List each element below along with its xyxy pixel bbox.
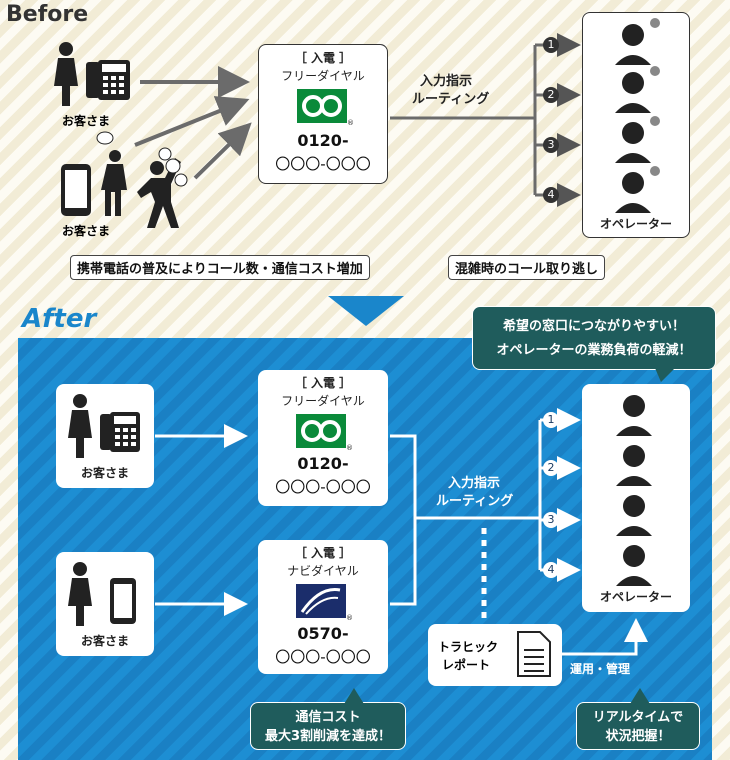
transition-down-arrow-icon xyxy=(328,296,404,326)
channel-badge: 4 xyxy=(543,187,559,203)
cost-note-line: 最大3割削減を達成！ xyxy=(264,729,392,744)
operators-icon xyxy=(616,395,652,586)
operator-box: オペレーター xyxy=(582,384,690,612)
incoming-freedial-box: ［ 入電 ］ フリーダイヤル ® 0120- 〇〇〇-〇〇〇 xyxy=(258,370,388,506)
navidial-logo-icon: ® xyxy=(296,584,353,622)
incoming-tag: ［ 入電 ］ xyxy=(294,546,352,560)
benefit-callout: 希望の窓口につながりやすい！ オペレーターの業務負荷の軽減！ xyxy=(472,306,716,370)
incoming-tag: ［ 入電 ］ xyxy=(294,51,352,65)
callout-line: オペレーターの業務負荷の軽減！ xyxy=(496,343,692,358)
cost-note: 通信コスト 最大3割削減を達成！ xyxy=(250,702,406,750)
channel-badge: 1 xyxy=(543,412,559,428)
freedial-logo-icon: ® xyxy=(296,414,353,452)
customer-landline-box: お客さま xyxy=(56,384,154,488)
operator-label: オペレーター xyxy=(599,590,672,604)
incoming-freedial-box: ［ 入電 ］ フリーダイヤル ® 0120- 〇〇〇-〇〇〇 xyxy=(258,44,388,184)
incoming-tag: ［ 入電 ］ xyxy=(294,376,352,390)
number-rest: 〇〇〇-〇〇〇 xyxy=(275,478,371,496)
after-heading: After xyxy=(22,304,97,334)
traffic-report-box: トラヒック レポート xyxy=(428,624,562,686)
traffic-report-label: レポート xyxy=(442,658,491,672)
traffic-report-label: トラヒック xyxy=(438,640,499,654)
number-prefix: 0120- xyxy=(297,454,349,473)
routing-label: ルーティング xyxy=(436,494,514,509)
realtime-note: リアルタイムで 状況把握！ xyxy=(576,702,700,750)
cost-note-line: 通信コスト xyxy=(295,710,361,725)
number-prefix: 0570- xyxy=(297,624,349,643)
before-arrows xyxy=(134,33,581,207)
customer-label: お客さま xyxy=(80,466,129,480)
operator-label: オペレーター xyxy=(599,217,672,231)
callout-line: 希望の窓口につながりやすい！ xyxy=(502,319,685,334)
svg-text:®: ® xyxy=(346,444,353,452)
cost-note-pointer xyxy=(344,688,364,704)
customer-label: お客さま xyxy=(62,224,111,238)
channel-badge: 2 xyxy=(543,87,559,103)
frustrated-customers-icon xyxy=(61,131,188,228)
realtime-note-line: リアルタイムで xyxy=(592,710,684,725)
ops-label: 運用・管理 xyxy=(570,662,631,676)
number-prefix: 0120- xyxy=(297,131,349,150)
freedial-logo-icon: ® xyxy=(297,89,354,127)
woman-with-mobile-icon xyxy=(68,562,136,626)
problem-note: 携帯電話の普及によりコール数・通信コスト増加 xyxy=(70,255,370,280)
service-name: フリーダイヤル xyxy=(281,394,365,408)
channel-badge: 2 xyxy=(543,460,559,476)
operator-box: オペレーター xyxy=(582,12,690,238)
customer-label: お客さま xyxy=(62,114,111,128)
channel-badge: 3 xyxy=(543,137,559,153)
channel-badge: 3 xyxy=(543,512,559,528)
realtime-note-pointer xyxy=(630,688,650,704)
routing-label: ルーティング xyxy=(412,92,490,107)
before-heading: Before xyxy=(6,2,89,27)
customer-mobile-box: お客さま xyxy=(56,552,154,656)
callout-pointer xyxy=(655,368,675,382)
customer-label: お客さま xyxy=(80,634,129,648)
routing-label: 入力指示 xyxy=(420,74,473,89)
channel-badge: 1 xyxy=(543,37,559,53)
stressed-operators-icon xyxy=(615,18,660,213)
incoming-navidial-box: ［ 入電 ］ ナビダイヤル ® 0570- 〇〇〇-〇〇〇 xyxy=(258,540,388,674)
svg-text:®: ® xyxy=(347,119,354,127)
woman-with-landline-icon xyxy=(54,42,130,106)
channel-badge: 4 xyxy=(543,562,559,578)
number-rest: 〇〇〇-〇〇〇 xyxy=(275,648,371,666)
svg-text:®: ® xyxy=(346,614,353,622)
routing-label: 入力指示 xyxy=(448,476,501,491)
woman-with-landline-icon xyxy=(68,394,140,458)
service-name: ナビダイヤル xyxy=(287,564,359,578)
service-name: フリーダイヤル xyxy=(281,69,365,83)
realtime-note-line: 状況把握！ xyxy=(605,729,671,744)
document-icon xyxy=(517,631,551,677)
problem-note: 混雑時のコール取り逃し xyxy=(448,255,606,280)
number-rest: 〇〇〇-〇〇〇 xyxy=(275,155,371,173)
